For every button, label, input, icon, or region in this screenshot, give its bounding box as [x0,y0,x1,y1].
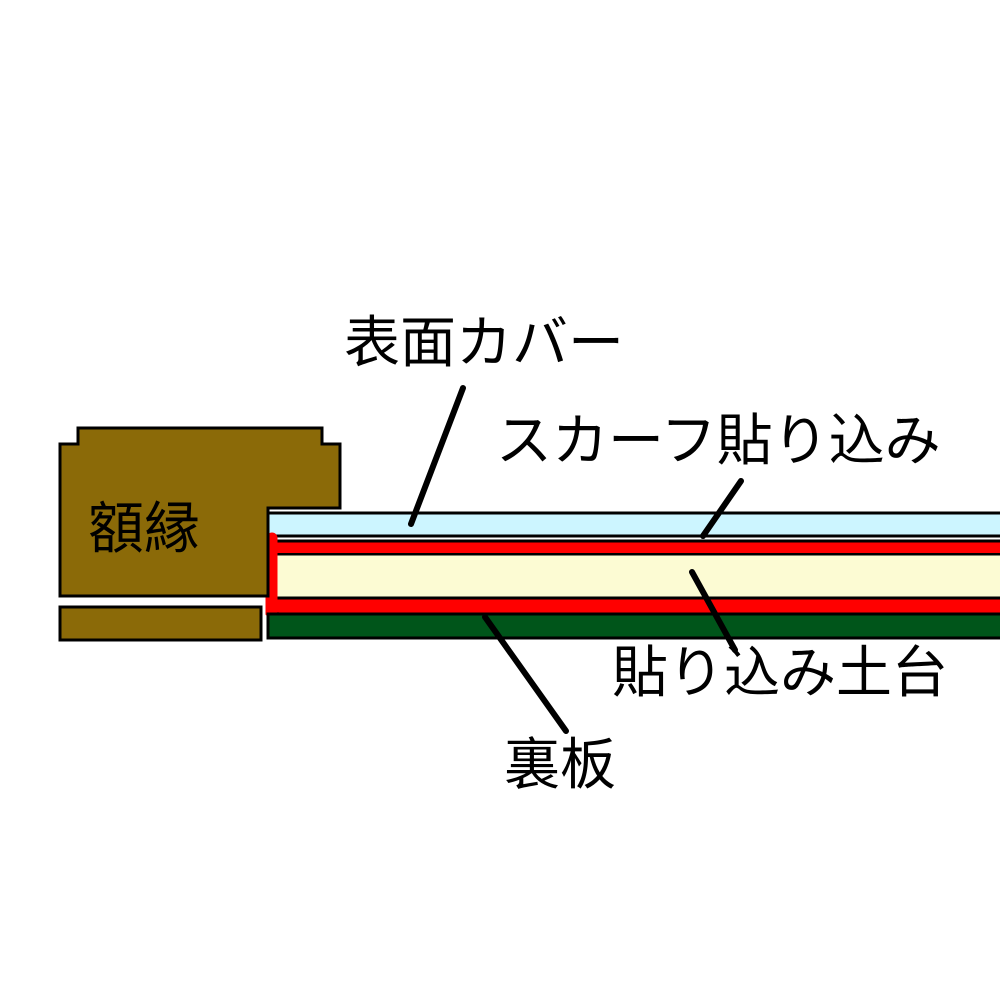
leader-back-board-line [482,614,569,734]
scarf-top-highlight [271,543,1000,553]
back-board-layer [266,612,1000,640]
label-back-board: 裏板 [504,733,616,798]
leader-surface-cover-line [408,385,466,527]
scarf-bottom-highlight [271,601,1000,612]
frame-upper-block [58,426,342,598]
label-frame: 額縁 [88,497,200,562]
surface-cover-layer [266,511,1000,538]
label-scarf-paste: スカーフ貼り込み [496,409,941,474]
paste-base-layer [266,552,1000,600]
leader-paste-base-line [689,569,738,653]
label-paste-base: 貼り込み土台 [612,641,948,706]
leader-scarf-line [700,478,744,539]
frame-lower-bar [58,605,263,642]
label-surface-cover: 表面カバー [344,311,624,376]
